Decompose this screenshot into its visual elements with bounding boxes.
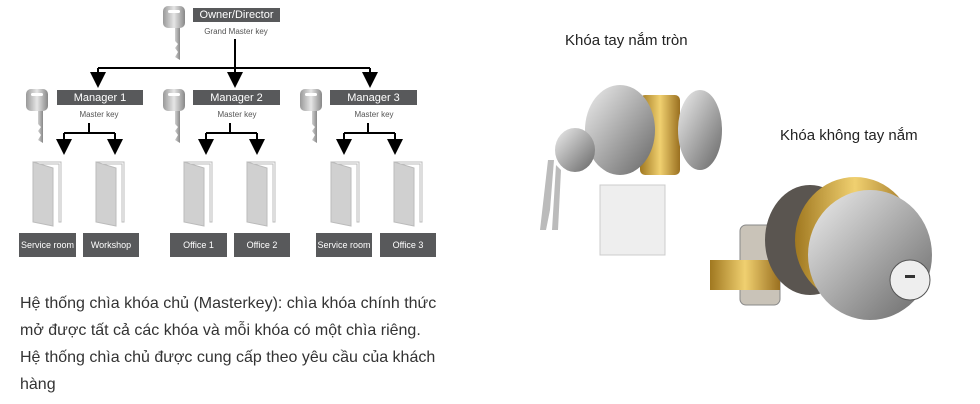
room-label: Workshop bbox=[83, 233, 139, 257]
door-icon bbox=[95, 161, 125, 227]
masterkey-description: Hệ thống chìa khóa chủ (Masterkey): chìa… bbox=[20, 295, 437, 393]
manager-2-subtitle: Master key bbox=[217, 110, 257, 119]
knob-lock-label: Khóa tay nắm tròn bbox=[565, 32, 688, 49]
connector-lines bbox=[56, 39, 403, 155]
room-label: Service room bbox=[316, 233, 372, 257]
owner-subtitle: Grand Master key bbox=[204, 27, 268, 36]
door-icon bbox=[246, 161, 276, 227]
key-icon bbox=[163, 89, 185, 143]
manager-3-subtitle: Master key bbox=[354, 110, 394, 119]
room-label: Office 1 bbox=[170, 233, 227, 257]
door-icons bbox=[32, 161, 423, 227]
room-label: Service room bbox=[19, 233, 76, 257]
door-icon bbox=[393, 161, 423, 227]
manager-1-subtitle: Master key bbox=[79, 110, 119, 119]
room-label: Office 2 bbox=[234, 233, 290, 257]
manager-1-title: Manager 1 bbox=[57, 90, 143, 105]
key-icon bbox=[163, 6, 185, 60]
key-icon bbox=[26, 89, 48, 143]
deadbolt-lock-label: Khóa không tay nắm bbox=[780, 127, 918, 144]
knob-lock-photo bbox=[540, 85, 722, 256]
manager-3-title: Manager 3 bbox=[330, 90, 417, 105]
deadbolt-lock-photo bbox=[710, 177, 932, 320]
door-icon bbox=[183, 161, 213, 227]
door-icon bbox=[32, 161, 62, 227]
manager-2-title: Manager 2 bbox=[193, 90, 280, 105]
door-icon bbox=[330, 161, 360, 227]
room-label: Office 3 bbox=[380, 233, 436, 257]
owner-title: Owner/Director bbox=[193, 8, 280, 22]
key-icon bbox=[300, 89, 322, 143]
